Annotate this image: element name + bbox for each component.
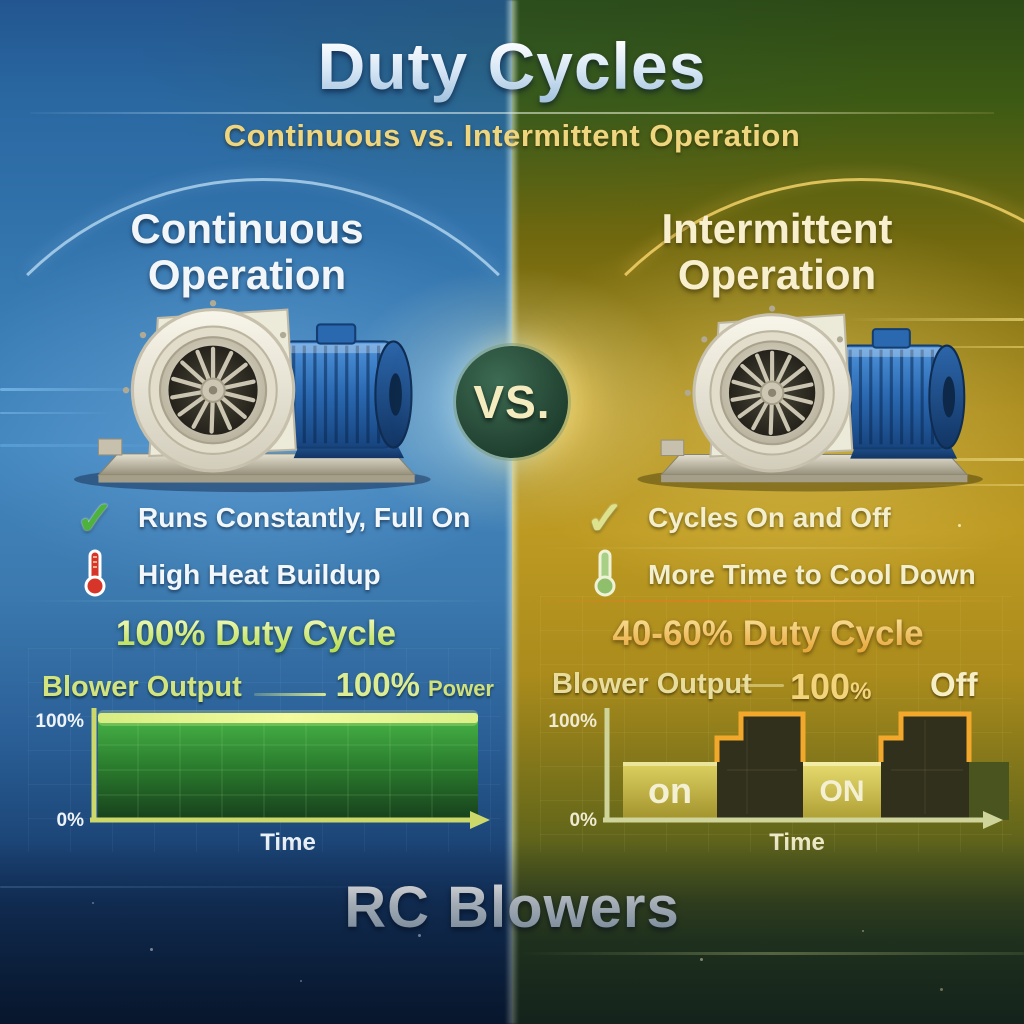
svg-text:100%: 100%: [35, 711, 84, 732]
page-title: Duty Cycles: [0, 28, 1024, 104]
page-subtitle: Continuous vs. Intermittent Operation: [223, 118, 801, 153]
left-y-tick-100: 100%: [35, 711, 84, 732]
right-panel-heading: Intermittent Operation: [532, 205, 1022, 299]
bullet-text: Cycles On and Off: [648, 502, 891, 533]
left-chart-series-label: Blower Output: [42, 671, 242, 703]
list-item: ✓ Cycles On and Off: [582, 492, 976, 544]
bullet-text: High Heat Buildup: [138, 559, 381, 590]
thermometer-icon: [72, 549, 118, 602]
check-icon: ✓: [585, 492, 625, 544]
on-block-label-2: ON: [820, 775, 865, 808]
left-x-axis-label: Time: [260, 829, 316, 856]
right-duty-cycle-label: 40-60% Duty Cycle: [512, 614, 1024, 654]
right-heading-line2: Operation: [677, 251, 877, 299]
right-y-tick-0: 0%: [570, 810, 598, 831]
intermittent-output-chart: on ON 100% 0% Time: [548, 708, 1009, 856]
leader-line: [740, 684, 784, 687]
brand-title: RC Blowers: [0, 874, 1024, 941]
list-item: High Heat Buildup: [72, 549, 470, 597]
left-chart-annotation-unit: Power: [427, 676, 494, 701]
left-chart-header: Blower Output 100% Power: [42, 666, 494, 706]
on-block-label-1: on: [648, 770, 692, 811]
bullet-text: Runs Constantly, Full On: [138, 502, 471, 533]
vs-badge: VS.: [456, 346, 568, 458]
left-y-tick-0: 0%: [57, 810, 85, 831]
svg-text:0%: 0%: [570, 810, 598, 831]
svg-text:0%: 0%: [57, 810, 85, 831]
list-item: More Time to Cool Down: [582, 549, 976, 597]
left-bullet-list: ✓ Runs Constantly, Full On High Heat Bui…: [72, 492, 471, 597]
right-chart-annotation-100: 100%: [790, 666, 872, 707]
right-panel-background: [512, 0, 1024, 1024]
right-chart-series-label: Blower Output: [552, 668, 752, 700]
left-chart-annotation-value: 100%: [335, 666, 420, 703]
right-heading-line1: Intermittent: [661, 205, 893, 252]
left-panel-heading: Continuous Operation: [2, 205, 492, 299]
right-chart-header: Blower Output 100% Off: [552, 666, 1012, 707]
right-chart-annotation-off: Off: [930, 666, 978, 703]
continuous-output-chart: 100% 0% Time: [35, 708, 490, 856]
leader-line: [253, 693, 326, 696]
thermometer-icon: [582, 549, 628, 602]
right-bullet-list: ✓ Cycles On and Off More Time to Cool Do…: [582, 492, 976, 597]
check-icon: ✓: [75, 492, 115, 544]
right-x-axis-label: Time: [769, 829, 825, 856]
left-duty-cycle-label: 100% Duty Cycle: [0, 614, 512, 654]
right-y-tick-100: 100%: [548, 711, 597, 732]
svg-text:100%: 100%: [548, 711, 597, 732]
left-panel-background: [0, 0, 512, 1024]
list-item: ✓ Runs Constantly, Full On: [72, 492, 471, 544]
left-heading-line1: Continuous: [130, 205, 364, 252]
left-heading-line2: Operation: [147, 251, 347, 299]
bullet-text: More Time to Cool Down: [648, 559, 976, 590]
